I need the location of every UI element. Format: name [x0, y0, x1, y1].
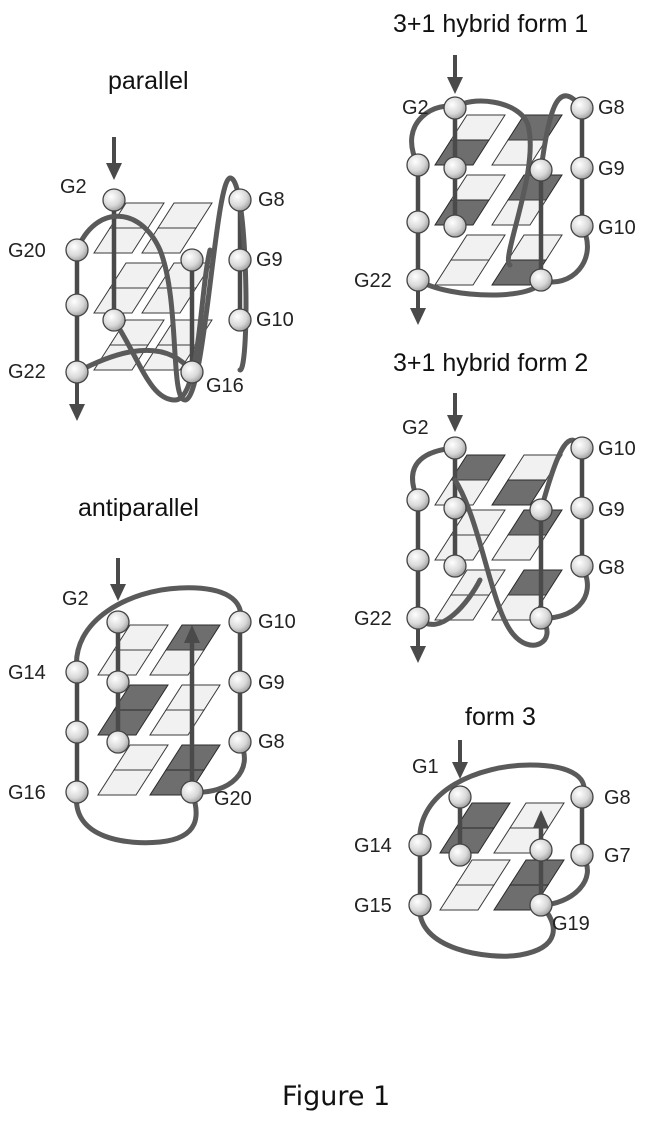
antiparallel-label-g9: G9: [258, 672, 285, 694]
parallel-node-g8: [228, 188, 252, 212]
antiparallel-top-loop: [74, 585, 244, 675]
antiparallel-label-g8: G8: [258, 731, 285, 753]
parallel-node-g16: [180, 360, 204, 384]
parallel-tetrads: [93, 202, 213, 371]
parallel-title: parallel: [108, 67, 189, 95]
parallel-node-g9: [228, 248, 252, 272]
parallel-panel: parallel: [8, 67, 294, 421]
hybrid1-label-g8: G8: [598, 97, 625, 119]
form3-internal-arrow: [533, 810, 549, 828]
hybrid2-label-g9: G9: [598, 499, 625, 521]
antiparallel-label-g2: G2: [62, 588, 89, 610]
form3-label-g19: G19: [552, 913, 590, 935]
parallel-node-g22: [65, 360, 89, 384]
parallel-label-g10: G10: [256, 309, 294, 331]
hybrid1-label-g10: G10: [598, 217, 636, 239]
parallel-label-g2: G2: [60, 176, 87, 198]
hybrid2-panel: 3+1 hybrid form 2: [354, 349, 636, 663]
figure-caption: Figure 1: [282, 1081, 390, 1112]
hybrid1-title: 3+1 hybrid form 1: [393, 10, 588, 38]
form3-label-g8: G8: [604, 787, 631, 809]
parallel-loop-1: [74, 175, 249, 403]
hybrid2-label-g22: G22: [354, 608, 392, 630]
parallel-node-g10: [228, 308, 252, 332]
form3-label-g14: G14: [354, 835, 392, 857]
antiparallel-panel: antiparallel: [8, 494, 296, 846]
hybrid1-label-g9: G9: [598, 158, 625, 180]
antiparallel-label-g20: G20: [214, 788, 252, 810]
hybrid1-tetrads: [434, 114, 563, 286]
parallel-label-g20: G20: [8, 240, 46, 262]
form3-top-loop: [417, 762, 587, 848]
form3-tetrads: [439, 802, 565, 911]
form3-label-g15: G15: [354, 895, 392, 917]
form3-panel: form 3 G1 G14 G15 G8: [354, 703, 631, 959]
hybrid1-label-g2: G2: [402, 97, 429, 119]
hybrid1-label-g22: G22: [354, 270, 392, 292]
hybrid2-tetrads: [434, 454, 563, 621]
hybrid2-title: 3+1 hybrid form 2: [393, 349, 588, 377]
antiparallel-internal-arrow: [184, 625, 200, 643]
parallel-label-g8: G8: [258, 189, 285, 211]
form3-label-g1: G1: [412, 756, 439, 778]
antiparallel-title: antiparallel: [78, 494, 199, 522]
hybrid2-label-g10: G10: [598, 438, 636, 460]
parallel-label-g9: G9: [256, 249, 283, 271]
antiparallel-bottom-loop: [74, 789, 199, 846]
parallel-label-g16: G16: [206, 375, 244, 397]
antiparallel-label-g14: G14: [8, 662, 46, 684]
hybrid2-label-g8: G8: [598, 557, 625, 579]
antiparallel-tetrads: [97, 624, 221, 796]
form3-bottom-loop: [417, 902, 556, 959]
parallel-node-g20: [65, 238, 89, 262]
form3-label-g7: G7: [604, 845, 631, 867]
form3-title: form 3: [465, 703, 536, 731]
parallel-node-g2: [102, 188, 126, 212]
parallel-label-g22: G22: [8, 361, 46, 383]
hybrid2-label-g2: G2: [402, 417, 429, 439]
hybrid1-panel: 3+1 hybrid form 1: [354, 10, 636, 325]
antiparallel-label-g10: G10: [258, 611, 296, 633]
antiparallel-label-g16: G16: [8, 782, 46, 804]
